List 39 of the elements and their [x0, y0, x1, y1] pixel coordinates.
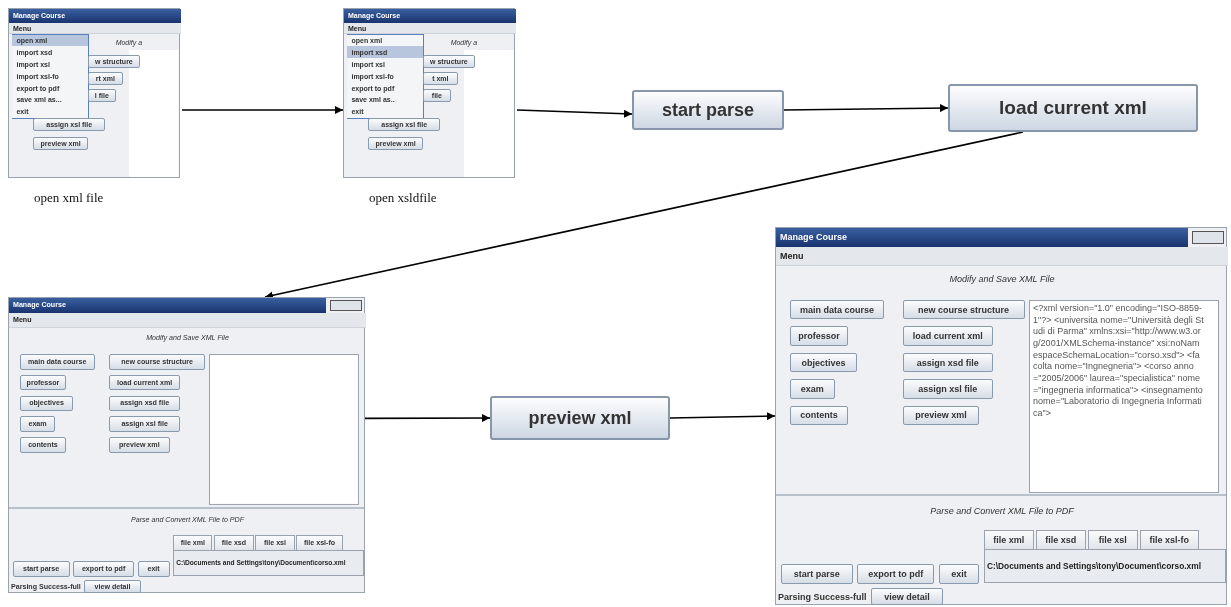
arrow: [669, 412, 776, 421]
node-label: open xml file: [34, 190, 104, 206]
button: assign xsd file: [902, 352, 993, 373]
button: exam: [789, 379, 835, 399]
tab: file xsl-fo: [1139, 530, 1199, 550]
app-window-screenshot: [775, 227, 1227, 605]
arrow: [516, 109, 633, 118]
button: main data course: [789, 299, 885, 320]
section-heading: Parse and Convert XML File to PDF: [929, 505, 1075, 519]
tab: file xsd: [1035, 530, 1086, 550]
app-window-screenshot: [343, 8, 515, 178]
button: view detail: [870, 588, 944, 606]
tab: file xsl: [1087, 530, 1138, 550]
section-heading: Modify and Save XML File: [948, 273, 1056, 286]
app-window-screenshot: [8, 297, 365, 593]
path-field: C:\Documents and Settings\tony\Document\corso.xml: [983, 549, 1226, 584]
arrow: [364, 414, 491, 422]
text-area: <?xml version="1.0" encoding="ISO-8859-1"?> <universita nome="Università degli Studi di Parma" xmlns:xsi="http://www.w3.org/2001/XMLSchema-instance" xsi:noNamespaceSchemaLocation="corso.xsd"> <facolta nome="Ingnegneria"> <corso anno="2005/2006" laurea="specialistica" nome="ingegneria informatica"> <insegnamento nome="Laboratorio di Ingegneria Informatica">: [1029, 299, 1219, 493]
app-window-screenshot: [8, 8, 180, 178]
node-label: open xsldfile: [369, 190, 437, 206]
button: assign xsl file: [902, 379, 993, 399]
button: professor: [789, 326, 849, 346]
tab: file xml: [983, 530, 1034, 550]
button: objectives: [789, 352, 858, 373]
button: preview xml: [902, 405, 980, 426]
arrow: [783, 104, 949, 113]
button: export to pdf: [857, 564, 935, 585]
title-bar: Manage Course: [776, 228, 1188, 247]
menu-bar: Menu: [776, 246, 1228, 266]
status-text: Parsing Success-full: [777, 590, 867, 604]
button: load current xml: [948, 84, 1198, 132]
arrow: [181, 106, 344, 114]
button: exit: [938, 564, 980, 585]
button: new course structure: [902, 299, 1025, 320]
button: load current xml: [902, 326, 993, 346]
button: start parse: [780, 564, 853, 585]
button: preview xml: [490, 396, 670, 440]
button: contents: [789, 405, 849, 426]
button: start parse: [632, 90, 784, 130]
